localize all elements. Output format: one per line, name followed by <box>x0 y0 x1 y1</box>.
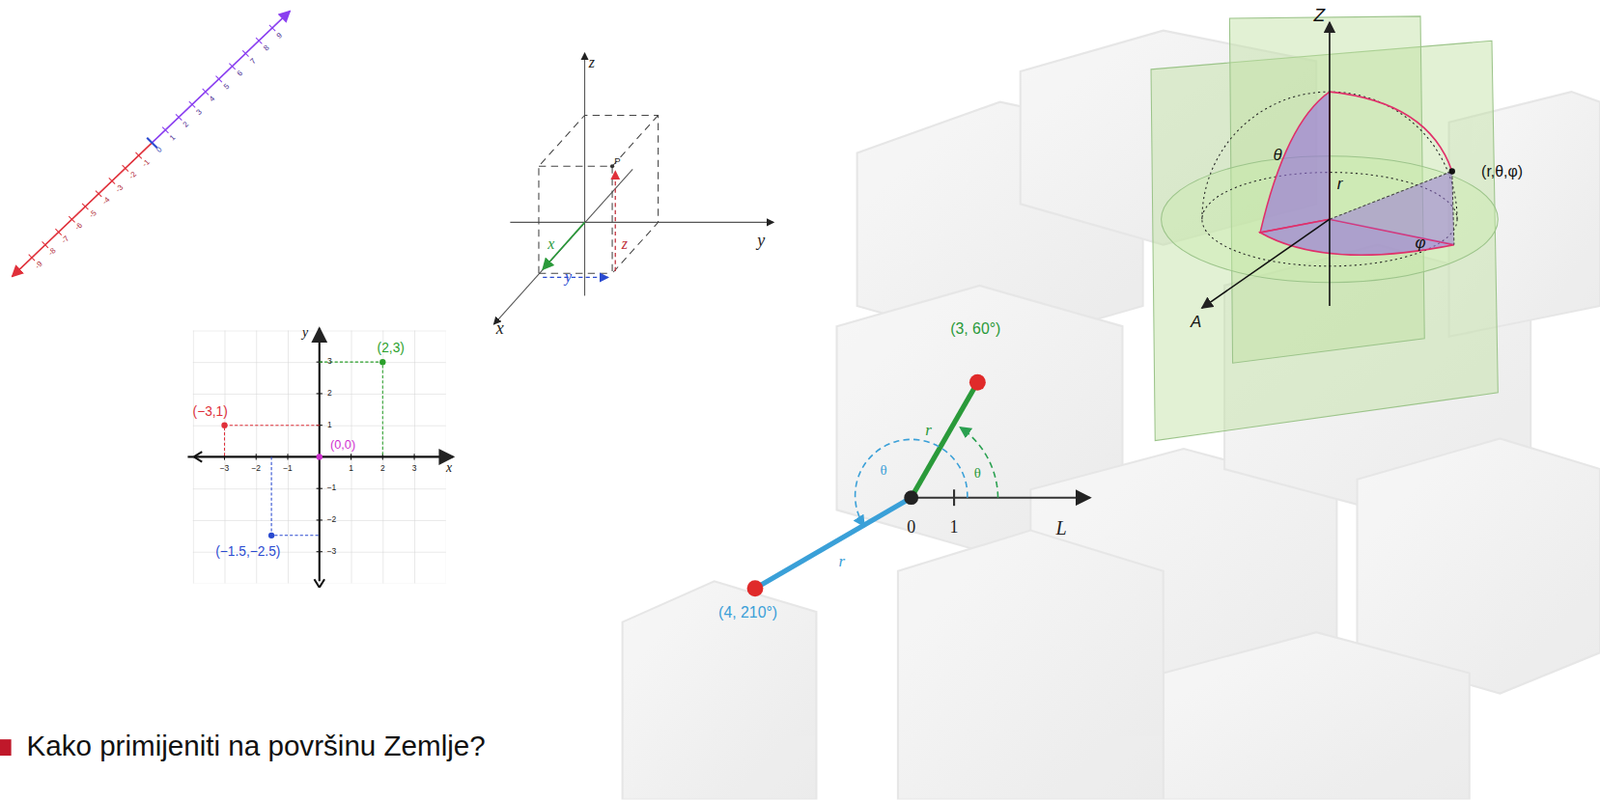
axis-label: θ <box>1272 146 1282 164</box>
axis-label: x <box>496 319 505 337</box>
axis-label: A <box>1190 313 1202 331</box>
axis-label: (−1.5,−2.5) <box>215 545 281 560</box>
tick-label: 4 <box>208 94 218 104</box>
bullet-text: Kako primijeniti na površinu Zemlje? <box>26 732 485 762</box>
tick-label: -5 <box>86 208 98 220</box>
axis-label: (r,θ,φ) <box>1481 164 1523 180</box>
axis-label: −2 <box>327 516 337 525</box>
cartesian-3d <box>493 53 774 325</box>
tick-label: -7 <box>60 234 72 246</box>
axis-label: φ <box>1414 234 1426 252</box>
axis-label: θ <box>974 466 982 481</box>
tick-label: 8 <box>261 43 271 53</box>
axis-label: (2,3) <box>377 340 405 355</box>
axis-label: z <box>621 237 628 253</box>
tick-label: 1 <box>168 133 177 142</box>
axis-label: 1 <box>950 518 959 536</box>
cube-background <box>622 30 1600 800</box>
tick-label: 7 <box>248 56 257 65</box>
axis-label: x <box>446 460 452 475</box>
axis-label: −3 <box>327 547 337 556</box>
axis-label: L <box>1055 518 1067 538</box>
tick-label: 9 <box>275 30 284 40</box>
tick-label: -4 <box>100 196 112 207</box>
bullet-mark <box>0 739 12 757</box>
axis-label: (4, 210°) <box>718 604 778 620</box>
axis-label: r <box>839 553 846 570</box>
tick-label: -8 <box>47 247 58 258</box>
spherical-diagram <box>1150 16 1498 442</box>
axis-label: (−3,1) <box>193 404 228 419</box>
tick-label: 0 <box>155 145 165 155</box>
axis-label: −1 <box>327 484 337 493</box>
axis-label: y <box>564 270 572 286</box>
axis-label: −1 <box>282 465 293 474</box>
axis-label: 3 <box>412 465 418 474</box>
axis-label: 1 <box>348 465 354 474</box>
tick-label: -1 <box>140 157 152 169</box>
axis-label: r <box>1337 175 1344 193</box>
tick-label: -6 <box>73 221 85 232</box>
axis-label: θ <box>880 464 888 479</box>
axis-label: Z <box>1314 5 1326 25</box>
tick-label: -9 <box>33 259 45 271</box>
cartesian-2d <box>187 328 453 588</box>
axis-label: 0 <box>906 518 916 536</box>
tick-label: 6 <box>235 69 245 79</box>
axis-label: y <box>757 231 765 250</box>
tick-label: 5 <box>222 82 231 91</box>
axis-label: 2 <box>327 390 333 398</box>
axis-label: (3, 60°) <box>950 320 1001 337</box>
number-line <box>12 11 290 278</box>
axis-label: x <box>547 237 555 253</box>
axis-label: r <box>925 421 932 439</box>
polar-diagram <box>747 374 1091 597</box>
tick-label: 2 <box>181 120 191 130</box>
axis-label: −2 <box>251 465 261 474</box>
axis-label: y <box>302 326 309 340</box>
axis-label: P <box>614 156 620 167</box>
axis-label: −3 <box>220 465 230 474</box>
axis-label: z <box>589 56 595 72</box>
axis-label: 2 <box>380 465 386 474</box>
axis-label: 3 <box>327 358 333 366</box>
axis-label: (0,0) <box>330 438 356 451</box>
tick-label: -2 <box>127 169 139 181</box>
tick-label: -3 <box>113 183 125 195</box>
axis-label: 1 <box>327 421 333 429</box>
tick-label: 3 <box>195 107 204 116</box>
